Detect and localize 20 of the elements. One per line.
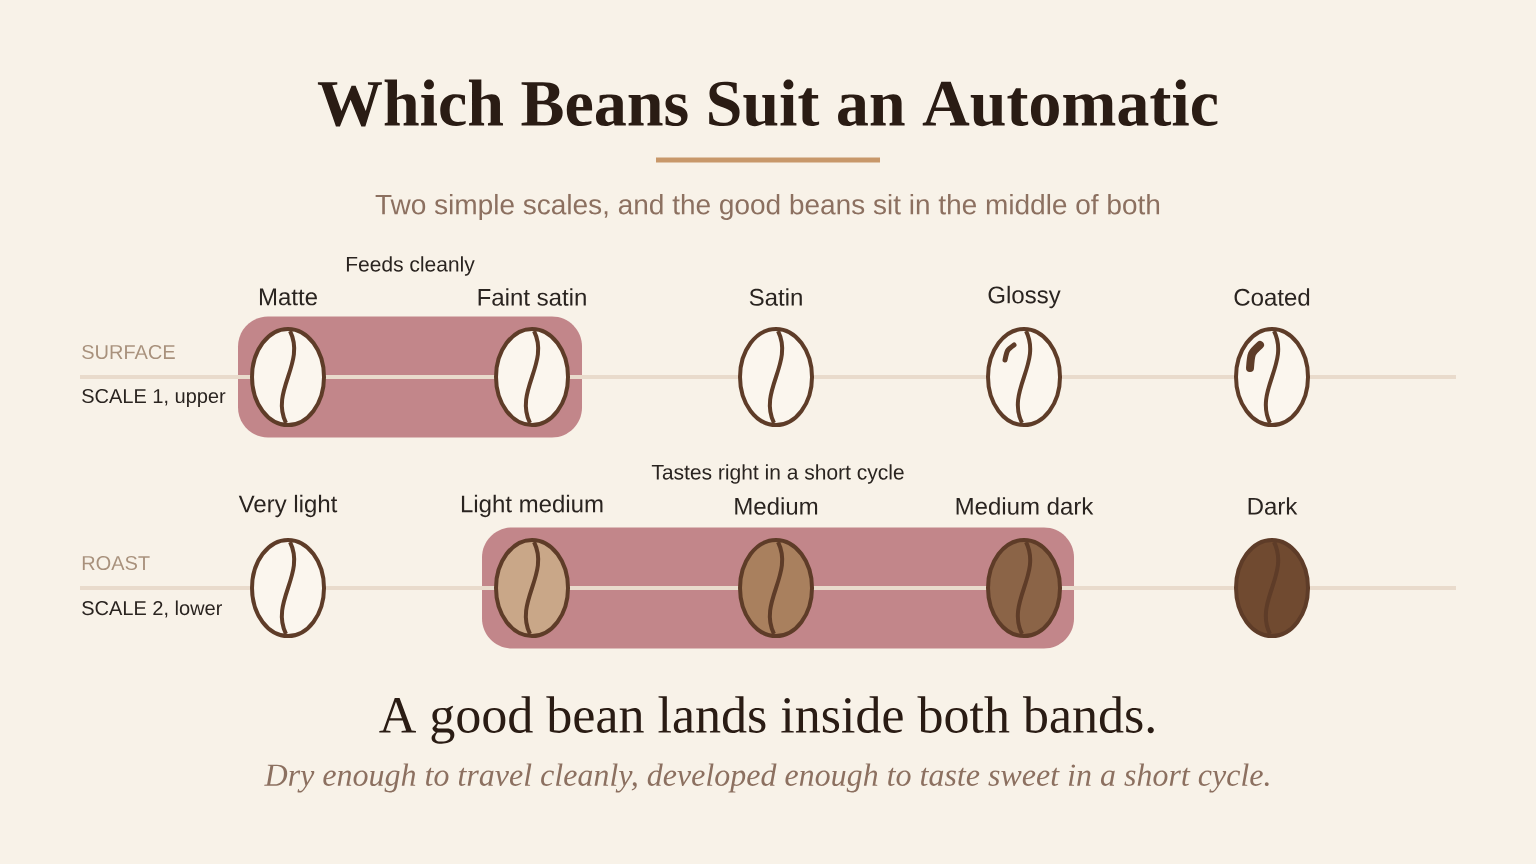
scale-caption: SCALE 2, lower <box>82 600 222 618</box>
scale-step-label: Medium dark <box>956 497 1094 515</box>
scale-step-label: Dark <box>1248 497 1298 515</box>
conclusion-heading: A good bean lands inside both bands. <box>379 696 1154 744</box>
title: Which Beans Suit an Automatic <box>317 79 1218 127</box>
scale-step-label: Coated <box>1234 288 1310 306</box>
scale-name: ROAST <box>82 555 150 571</box>
band-caption: Tastes right in a short cycle <box>651 464 904 484</box>
scale-caption: SCALE 1, upper <box>82 388 226 408</box>
conclusion-note: Dry enough to travel cleanly, developed enough to taste sweet in a short cycle. <box>264 763 1269 793</box>
subtitle: Two simple scales, and the good beans sit in the middle of both <box>375 193 1160 221</box>
scale-step-label: Light medium <box>461 494 603 518</box>
scale-step-label: Faint satin <box>478 288 586 306</box>
band-caption: Feeds cleanly <box>346 256 475 276</box>
scale-step-label: Medium <box>735 497 818 515</box>
scale-name: SURFACE <box>82 344 175 360</box>
scale-step-label: Very light <box>238 494 338 518</box>
scale-step-label: Matte <box>260 288 317 306</box>
scale-step-label: Satin <box>749 288 802 306</box>
scale-step-label: Glossy <box>988 285 1061 309</box>
